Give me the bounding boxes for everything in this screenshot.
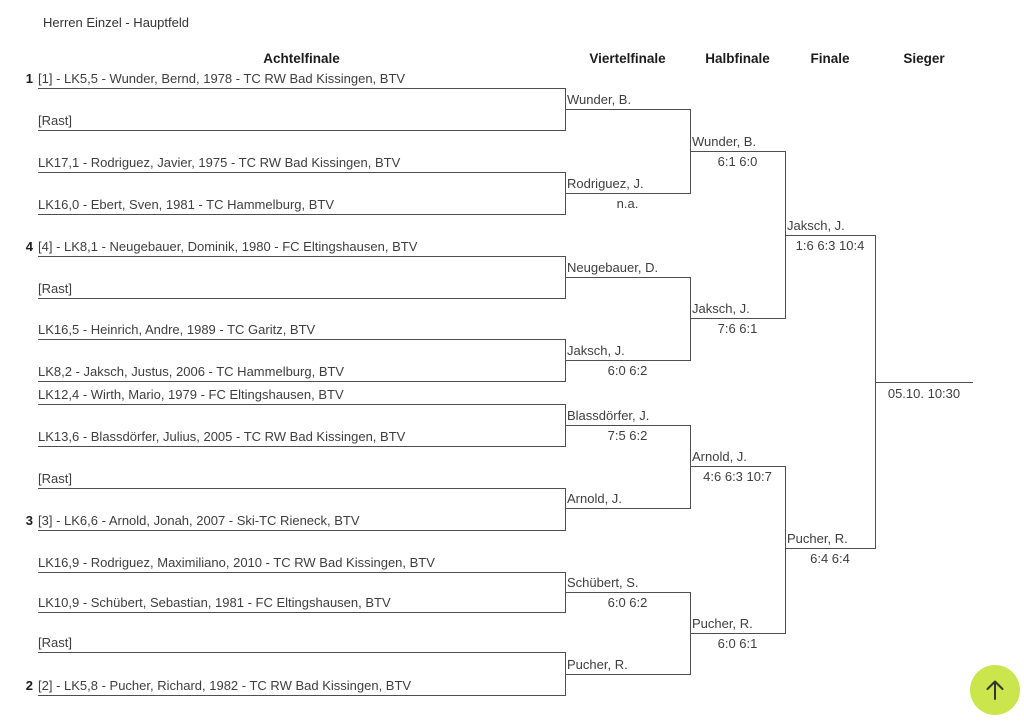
bracket-line bbox=[38, 572, 565, 573]
draw-entry: LK16,9 - Rodriguez, Maximiliano, 2010 - … bbox=[38, 555, 435, 570]
bracket-line bbox=[38, 446, 565, 447]
match-score: 6:0 6:2 bbox=[607, 595, 648, 610]
bracket-line bbox=[38, 652, 565, 653]
bracket-connector bbox=[565, 488, 566, 531]
round-header-finale: Finale bbox=[810, 51, 850, 66]
draw-entry: [4] - LK8,1 - Neugebauer, Dominik, 1980 … bbox=[38, 239, 418, 254]
round-header-halbfinale: Halbfinale bbox=[705, 51, 770, 66]
match-winner: Pucher, R. bbox=[787, 531, 848, 546]
bracket-connector bbox=[785, 466, 786, 634]
match-winner: Jaksch, J. bbox=[567, 343, 625, 358]
bracket-line bbox=[565, 360, 690, 361]
match-score: 7:6 6:1 bbox=[717, 321, 758, 336]
draw-entry: LK16,0 - Ebert, Sven, 1981 - TC Hammelbu… bbox=[38, 197, 335, 212]
match-score: n.a. bbox=[616, 196, 639, 211]
draw-entry: [Rast] bbox=[38, 471, 72, 486]
bracket-line bbox=[38, 695, 565, 696]
round-header-sieger: Sieger bbox=[903, 51, 945, 66]
bracket-line bbox=[38, 404, 565, 405]
bracket-line bbox=[690, 466, 785, 467]
draw-entry: LK13,6 - Blassdörfer, Julius, 2005 - TC … bbox=[38, 429, 406, 444]
match-winner: Schübert, S. bbox=[567, 575, 639, 590]
match-winner: Arnold, J. bbox=[692, 449, 747, 464]
final-schedule: 05.10. 10:30 bbox=[887, 386, 961, 401]
seed-number: 1 bbox=[25, 71, 33, 86]
draw-entry: LK17,1 - Rodriguez, Javier, 1975 - TC RW… bbox=[38, 155, 401, 170]
match-winner: Wunder, B. bbox=[567, 92, 632, 107]
bracket-connector bbox=[875, 235, 876, 549]
match-score: 6:0 6:2 bbox=[607, 363, 648, 378]
draw-entry: [1] - LK5,5 - Wunder, Bernd, 1978 - TC R… bbox=[38, 71, 406, 86]
bracket-line bbox=[565, 508, 690, 509]
match-winner: Wunder, B. bbox=[692, 134, 757, 149]
bracket-line bbox=[785, 235, 875, 236]
bracket-line bbox=[565, 277, 690, 278]
bracket-line bbox=[565, 425, 690, 426]
match-score: 6:4 6:4 bbox=[810, 551, 850, 566]
seed-number: 4 bbox=[25, 239, 33, 254]
bracket-line bbox=[38, 256, 565, 257]
round-header-achtelfinale: Achtelfinale bbox=[263, 51, 340, 66]
page-title: Herren Einzel - Hauptfeld bbox=[43, 15, 189, 30]
match-winner: Arnold, J. bbox=[567, 491, 622, 506]
match-winner: Jaksch, J. bbox=[692, 301, 750, 316]
match-winner: Pucher, R. bbox=[567, 657, 628, 672]
match-score: 6:1 6:0 bbox=[717, 154, 758, 169]
bracket-line bbox=[565, 193, 690, 194]
draw-entry: LK16,5 - Heinrich, Andre, 1989 - TC Gari… bbox=[38, 322, 316, 337]
bracket-line bbox=[785, 548, 875, 549]
bracket-line bbox=[565, 674, 690, 675]
match-winner: Blassdörfer, J. bbox=[567, 408, 650, 423]
bracket-line bbox=[38, 530, 565, 531]
match-winner: Pucher, R. bbox=[692, 616, 753, 631]
sieger-line bbox=[875, 382, 973, 383]
bracket-line bbox=[38, 88, 565, 89]
draw-entry: LK12,4 - Wirth, Mario, 1979 - FC Eltings… bbox=[38, 387, 344, 402]
match-winner: Neugebauer, D. bbox=[567, 260, 659, 275]
bracket-line bbox=[38, 130, 565, 131]
match-score: 4:6 6:3 10:7 bbox=[703, 469, 772, 484]
round-header-viertelfinale: Viertelfinale bbox=[589, 51, 666, 66]
bracket-line bbox=[690, 633, 785, 634]
scroll-top-button[interactable] bbox=[970, 665, 1020, 715]
match-score: 7:5 6:2 bbox=[607, 428, 648, 443]
draw-entry: [Rast] bbox=[38, 113, 72, 128]
match-score: 6:0 6:1 bbox=[717, 636, 758, 651]
bracket-connector bbox=[690, 277, 691, 361]
match-winner: Rodriguez, J. bbox=[567, 176, 644, 191]
draw-entry: [2] - LK5,8 - Pucher, Richard, 1982 - TC… bbox=[38, 678, 412, 693]
match-score: 1:6 6:3 10:4 bbox=[795, 238, 865, 253]
draw-entry: [3] - LK6,6 - Arnold, Jonah, 2007 - Ski-… bbox=[38, 513, 360, 528]
seed-number: 2 bbox=[25, 678, 33, 693]
bracket-line bbox=[38, 488, 565, 489]
bracket-line bbox=[38, 214, 565, 215]
draw-entry: [Rast] bbox=[38, 635, 72, 650]
match-winner: Jaksch, J. bbox=[787, 218, 845, 233]
bracket-line bbox=[38, 381, 565, 382]
bracket-line bbox=[38, 172, 565, 173]
draw-entry: LK10,9 - Schübert, Sebastian, 1981 - FC … bbox=[38, 595, 391, 610]
bracket-line bbox=[38, 612, 565, 613]
bracket-line bbox=[565, 592, 690, 593]
seed-number: 3 bbox=[25, 513, 33, 528]
draw-entry: [Rast] bbox=[38, 281, 72, 296]
bracket-line bbox=[38, 298, 565, 299]
bracket-line bbox=[565, 109, 690, 110]
draw-entry: LK8,2 - Jaksch, Justus, 2006 - TC Hammel… bbox=[38, 364, 345, 379]
bracket-connector bbox=[690, 425, 691, 509]
bracket-line bbox=[38, 339, 565, 340]
bracket-line bbox=[690, 151, 785, 152]
bracket-line bbox=[690, 318, 785, 319]
up-arrow-icon bbox=[986, 680, 1004, 700]
